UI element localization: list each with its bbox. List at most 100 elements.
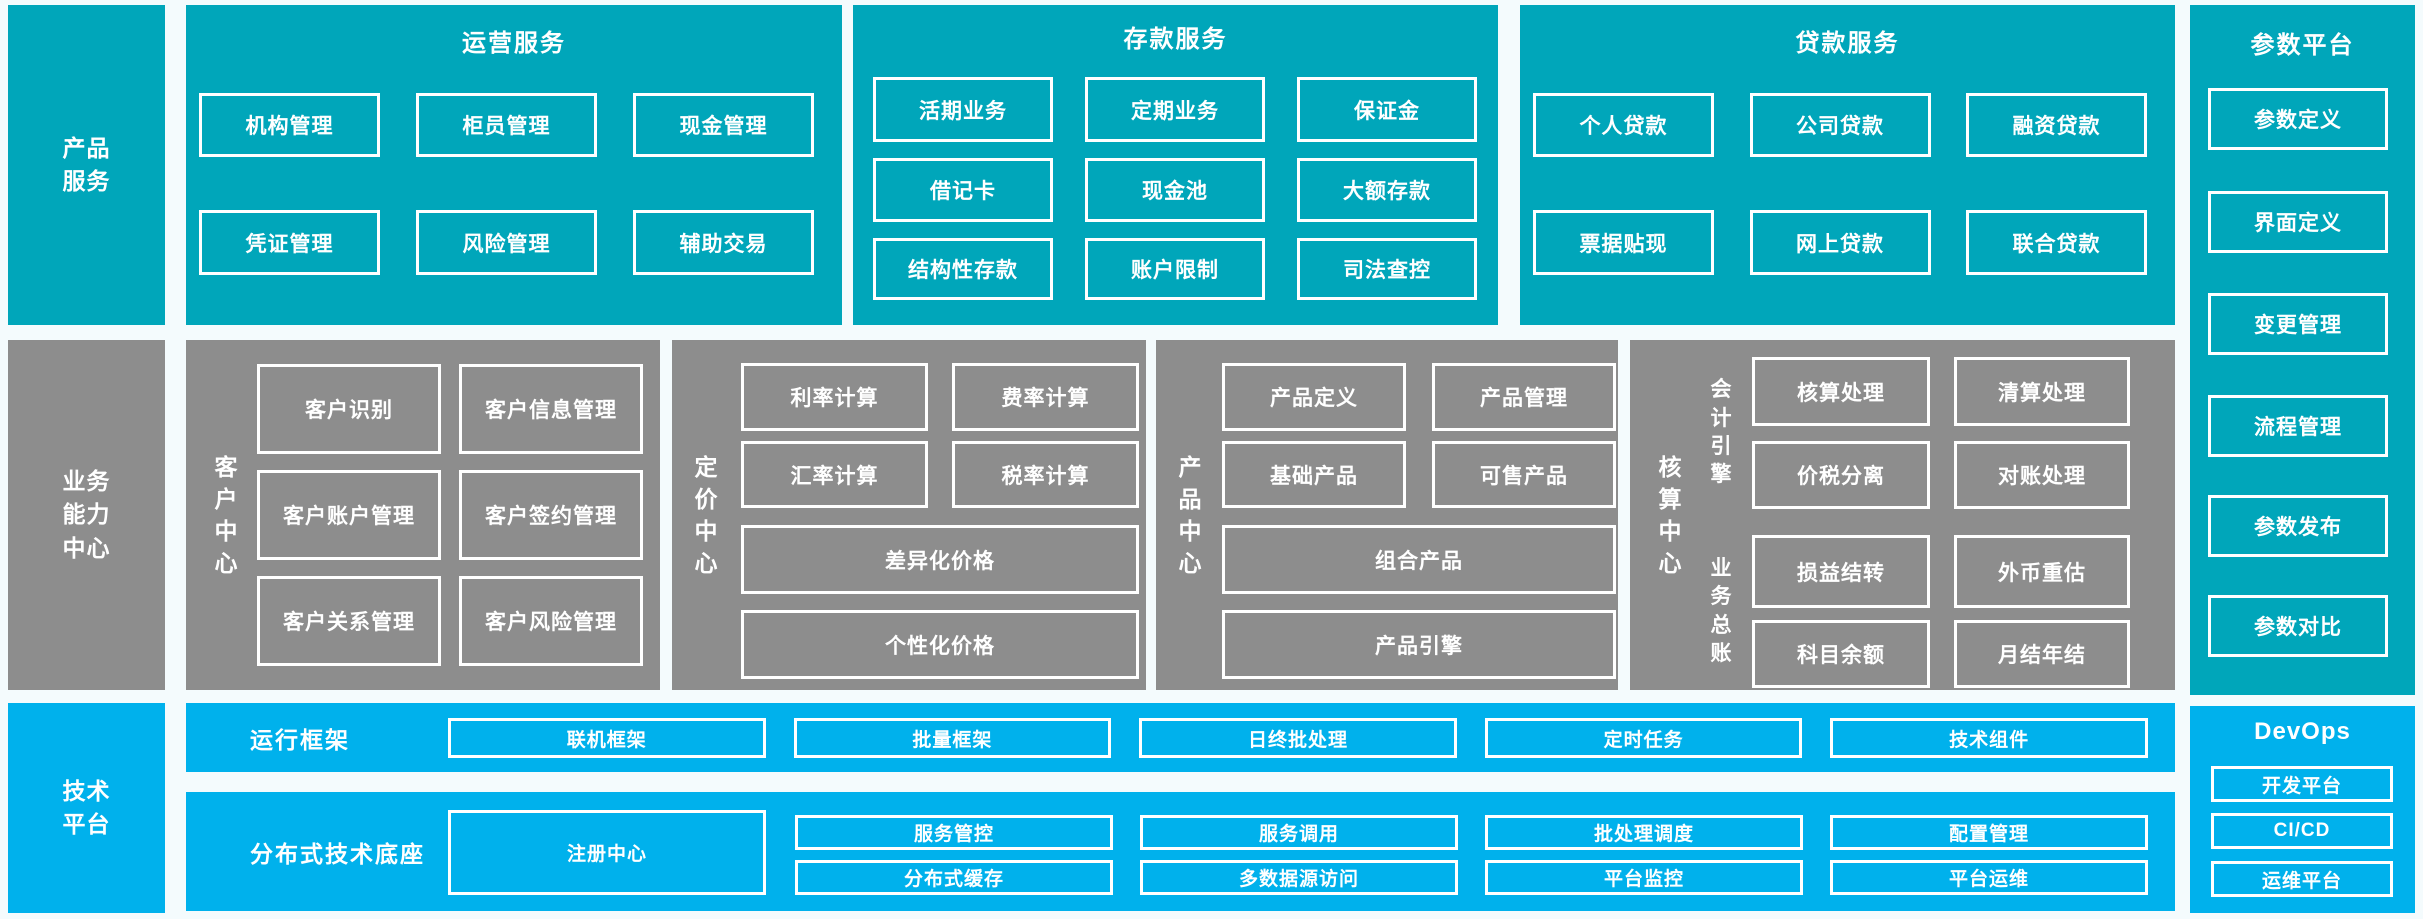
row-label-text: 产品 服务 — [62, 134, 111, 194]
item-box-wide: 产品引擎 — [1222, 610, 1616, 679]
product-center-section: 产品中心 产品定义 产品管理 基础产品 可售产品 组合产品 产品引擎 — [1156, 340, 1618, 690]
item-box: 利率计算 — [741, 363, 928, 431]
item-box: 批处理调度 — [1485, 815, 1803, 850]
item-box: 变更管理 — [2208, 293, 2388, 355]
item-box: 平台运维 — [1830, 860, 2148, 895]
vertical-section-title: 核算中心 — [1658, 453, 1682, 577]
item-box: CI/CD — [2211, 813, 2393, 849]
pricing-items-grid: 利率计算 费率计算 汇率计算 税率计算 — [741, 363, 1139, 508]
item-box: 网上贷款 — [1749, 210, 1931, 275]
customer-center-section: 客户中心 客户识别 客户信息管理 客户账户管理 客户签约管理 客户关系管理 客户… — [186, 340, 660, 690]
item-box: 客户信息管理 — [459, 364, 643, 454]
item-box: 现金池 — [1085, 158, 1265, 222]
item-box: 司法查控 — [1297, 238, 1477, 300]
item-box: 联合贷款 — [1966, 210, 2147, 275]
operations-items-grid: 机构管理 柜员管理 现金管理 凭证管理 风险管理 辅助交易 — [199, 93, 814, 275]
deposit-service-section: 存款服务 活期业务 定期业务 保证金 借记卡 现金池 大额存款 结构性存款 账户… — [853, 5, 1498, 325]
item-box: 流程管理 — [2208, 395, 2388, 457]
item-box: 风险管理 — [416, 210, 597, 275]
item-box: 价税分离 — [1752, 441, 1930, 509]
item-box: 参数定义 — [2208, 88, 2388, 150]
section-title: DevOps — [2254, 718, 2351, 745]
distributed-tech-base-strip: 分布式技术底座 注册中心 服务管控 服务调用 批处理调度 配置管理 分布式缓存 … — [186, 792, 2175, 911]
item-box: 客户识别 — [257, 364, 441, 454]
vertical-section-title: 客户中心 — [214, 453, 238, 577]
item-box: 客户账户管理 — [257, 470, 441, 560]
item-box: 机构管理 — [199, 93, 380, 157]
vertical-section-title: 定价中心 — [694, 453, 718, 577]
item-box: 清算处理 — [1954, 357, 2130, 426]
item-box: 参数对比 — [2208, 595, 2388, 657]
runtime-items-row: 联机框架 批量框架 日终批处理 定时任务 技术组件 — [448, 718, 2148, 758]
devops-section: DevOps 开发平台 CI/CD 运维平台 — [2190, 706, 2415, 913]
item-box: 费率计算 — [952, 363, 1139, 431]
item-box-wide: 个性化价格 — [741, 610, 1139, 679]
item-box: 损益结转 — [1752, 535, 1930, 608]
accounting-engine-grid: 核算处理 清算处理 价税分离 对账处理 — [1752, 357, 2130, 509]
item-box: 税率计算 — [952, 441, 1139, 508]
item-box: 多数据源访问 — [1140, 860, 1458, 895]
item-box: 服务调用 — [1140, 815, 1458, 850]
business-ledger-grid: 损益结转 外币重估 科目余额 月结年结 — [1752, 535, 2130, 688]
item-box: 分布式缓存 — [795, 860, 1113, 895]
item-box: 活期业务 — [873, 77, 1053, 142]
registry-center-box: 注册中心 — [448, 810, 766, 895]
item-box: 参数发布 — [2208, 495, 2388, 557]
item-box-wide: 差异化价格 — [741, 525, 1139, 594]
item-box: 界面定义 — [2208, 191, 2388, 253]
item-box: 辅助交易 — [633, 210, 814, 275]
item-box: 科目余额 — [1752, 620, 1930, 688]
parameter-platform-section: 参数平台 参数定义 界面定义 变更管理 流程管理 参数发布 参数对比 — [2190, 5, 2415, 695]
item-box: 平台监控 — [1485, 860, 1803, 895]
item-box: 外币重估 — [1954, 535, 2130, 608]
loan-items-grid: 个人贷款 公司贷款 融资贷款 票据贴现 网上贷款 联合贷款 — [1533, 93, 2147, 275]
item-box: 定时任务 — [1484, 718, 1803, 758]
item-box: 结构性存款 — [873, 238, 1053, 300]
vertical-subgroup-label-business-ledger: 业务总账 — [1710, 556, 1732, 665]
item-box: 产品管理 — [1432, 363, 1616, 431]
deposit-items-grid: 活期业务 定期业务 保证金 借记卡 现金池 大额存款 结构性存款 账户限制 司法… — [873, 77, 1477, 300]
item-box: 配置管理 — [1830, 815, 2148, 850]
item-box: 现金管理 — [633, 93, 814, 157]
item-box: 运维平台 — [2211, 861, 2393, 897]
row-label-text: 业务 能力 中心 — [62, 467, 111, 561]
item-box: 保证金 — [1297, 77, 1477, 142]
item-box: 核算处理 — [1752, 357, 1930, 426]
strip-title: 分布式技术底座 — [250, 840, 425, 867]
item-box: 批量框架 — [793, 718, 1112, 758]
pricing-center-section: 定价中心 利率计算 费率计算 汇率计算 税率计算 差异化价格 个性化价格 — [672, 340, 1146, 690]
runtime-framework-strip: 运行框架 联机框架 批量框架 日终批处理 定时任务 技术组件 — [186, 703, 2175, 772]
section-title: 运营服务 — [462, 30, 566, 57]
item-box: 融资贷款 — [1966, 93, 2147, 157]
row-label-text: 技术 平台 — [62, 777, 111, 837]
item-box: 账户限制 — [1085, 238, 1265, 300]
item-box: 大额存款 — [1297, 158, 1477, 222]
item-box-wide: 组合产品 — [1222, 525, 1616, 594]
item-box: 基础产品 — [1222, 441, 1406, 508]
item-box: 柜员管理 — [416, 93, 597, 157]
base-items-grid: 服务管控 服务调用 批处理调度 配置管理 分布式缓存 多数据源访问 平台监控 平… — [795, 815, 2148, 895]
item-box: 定期业务 — [1085, 77, 1265, 142]
item-box: 借记卡 — [873, 158, 1053, 222]
item-box: 可售产品 — [1432, 441, 1616, 508]
item-box: 个人贷款 — [1533, 93, 1714, 157]
item-box: 凭证管理 — [199, 210, 380, 275]
section-title: 参数平台 — [2250, 32, 2355, 59]
strip-title: 运行框架 — [250, 726, 350, 753]
section-title: 贷款服务 — [1795, 30, 1900, 57]
vertical-section-title: 产品中心 — [1178, 453, 1202, 577]
item-box: 汇率计算 — [741, 441, 928, 508]
product-items-grid: 产品定义 产品管理 基础产品 可售产品 — [1222, 363, 1616, 508]
item-box: 对账处理 — [1954, 441, 2130, 509]
item-box: 联机框架 — [448, 718, 766, 758]
accounting-center-section: 核算中心 会计引擎 核算处理 清算处理 价税分离 对账处理 业务总账 损益结转 … — [1630, 340, 2175, 690]
row-label-product-services: 产品 服务 — [8, 5, 165, 325]
vertical-subgroup-label-accounting-engine: 会计引擎 — [1710, 378, 1732, 487]
item-box: 票据贴现 — [1533, 210, 1714, 275]
item-box: 客户关系管理 — [257, 576, 441, 666]
row-label-business-capability-center: 业务 能力 中心 — [8, 340, 165, 690]
item-box: 公司贷款 — [1749, 93, 1931, 157]
row-label-technology-platform: 技术 平台 — [8, 703, 165, 913]
section-title: 存款服务 — [1123, 26, 1228, 53]
